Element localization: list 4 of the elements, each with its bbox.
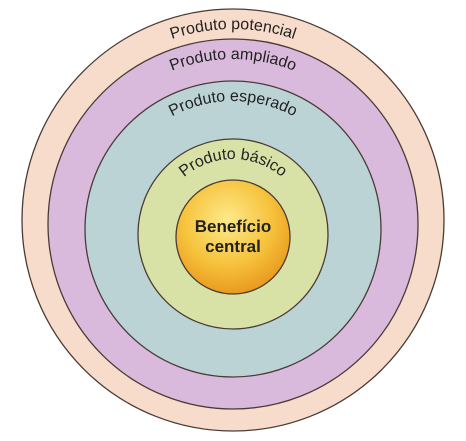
ring-label: Produto potencial (168, 16, 298, 43)
ring-label: Produto ampliado (167, 46, 299, 75)
ring-label: Produto esperado (166, 88, 300, 120)
core-label: Benefício central (194, 217, 272, 257)
